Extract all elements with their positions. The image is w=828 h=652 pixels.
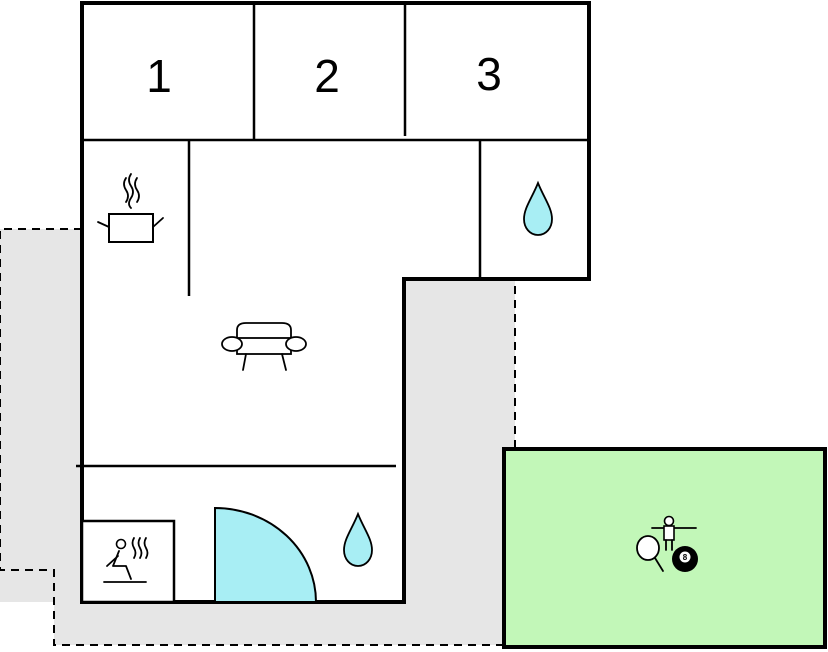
shower-area bbox=[214, 506, 318, 603]
water-drop-icon-upper bbox=[523, 180, 553, 236]
billiard-ball-number: 8 bbox=[683, 553, 688, 562]
game-room bbox=[502, 447, 827, 649]
foosball-icon bbox=[651, 515, 697, 551]
water-drop-icon-lower bbox=[343, 511, 373, 567]
terrace-area bbox=[0, 229, 82, 602]
table-tennis-icon bbox=[636, 535, 664, 572]
house-floor bbox=[82, 3, 589, 602]
terrace-dashed-outline bbox=[0, 228, 516, 646]
sauna-room bbox=[80, 519, 176, 604]
room-label-1: 1 bbox=[146, 50, 172, 102]
terrace-area-bottom bbox=[54, 279, 515, 645]
cooking-pot-icon bbox=[97, 173, 164, 243]
sofa-icon bbox=[221, 322, 307, 371]
room-label-3: 3 bbox=[476, 48, 502, 100]
sauna-icon bbox=[103, 537, 149, 583]
room-label-2: 2 bbox=[314, 50, 340, 102]
billiard-8-ball-icon: 8 bbox=[672, 546, 698, 572]
